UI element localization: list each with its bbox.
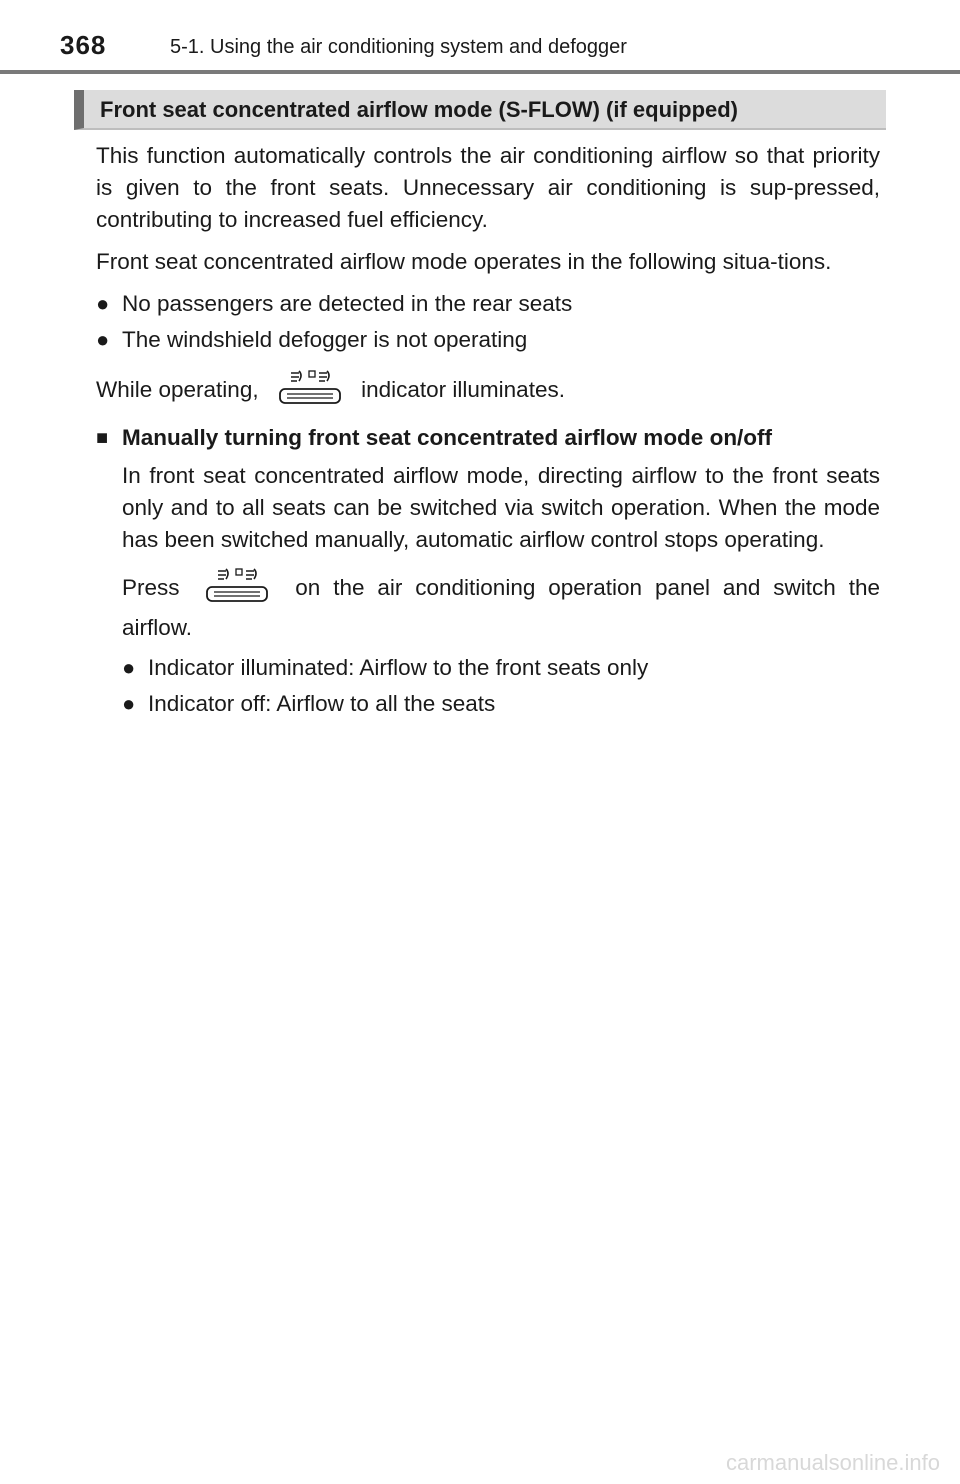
subheading: ■ Manually turning front seat concentrat… bbox=[96, 422, 880, 454]
option-text: Indicator off: Airflow to all the seats bbox=[148, 691, 496, 716]
situation-item: ● No passengers are detected in the rear… bbox=[96, 288, 880, 320]
option-item: ● Indicator illuminated: Airflow to the … bbox=[122, 652, 880, 684]
situations-intro: Front seat concentrated airflow mode ope… bbox=[96, 249, 832, 274]
page-header: 368 5-1. Using the air conditioning syst… bbox=[0, 0, 960, 76]
section-title: Front seat concentrated airflow mode (S-… bbox=[100, 97, 739, 122]
operating-prefix: While operating, bbox=[96, 377, 259, 402]
page-number: 368 bbox=[60, 30, 107, 60]
section-heading-box: Front seat concentrated airflow mode (S-… bbox=[74, 90, 886, 130]
bullet-icon: ● bbox=[122, 691, 136, 716]
watermark: carmanualsonline.info bbox=[725, 1450, 940, 1475]
square-marker-icon: ■ bbox=[96, 427, 109, 449]
intro-paragraph: This function automatically controls the… bbox=[96, 143, 880, 232]
bullet-icon: ● bbox=[122, 655, 136, 680]
option-text: Indicator illuminated: Airflow to the fr… bbox=[148, 655, 649, 680]
press-line: Press on the air conditioning operation … bbox=[122, 568, 880, 648]
manual-section: In front seat concentrated airflow mode,… bbox=[122, 460, 880, 720]
manual-paragraph: In front seat concentrated airflow mode,… bbox=[122, 463, 880, 552]
subheading-text: Manually turning front seat concentrated… bbox=[122, 425, 773, 450]
situation-text: The windshield defogger is not operating bbox=[122, 327, 528, 352]
s-flow-switch-icon bbox=[202, 565, 272, 605]
bullet-icon: ● bbox=[96, 327, 110, 352]
operating-line: While operating, indicator illuminates. bbox=[96, 370, 880, 410]
option-item: ● Indicator off: Airflow to all the seat… bbox=[122, 688, 880, 720]
situation-item: ● The windshield defogger is not operati… bbox=[96, 324, 880, 356]
operating-suffix: indicator illuminates. bbox=[361, 377, 565, 402]
chapter-title: 5-1. Using the air conditioning system a… bbox=[170, 36, 627, 58]
press-prefix: Press bbox=[122, 575, 180, 600]
situation-text: No passengers are detected in the rear s… bbox=[122, 291, 573, 316]
press-suffix: on the air conditioning operation panel … bbox=[122, 575, 880, 640]
main-content: This function automatically controls the… bbox=[96, 140, 880, 724]
header-rule bbox=[0, 70, 960, 74]
s-flow-switch-icon bbox=[275, 367, 345, 407]
bullet-icon: ● bbox=[96, 291, 110, 316]
